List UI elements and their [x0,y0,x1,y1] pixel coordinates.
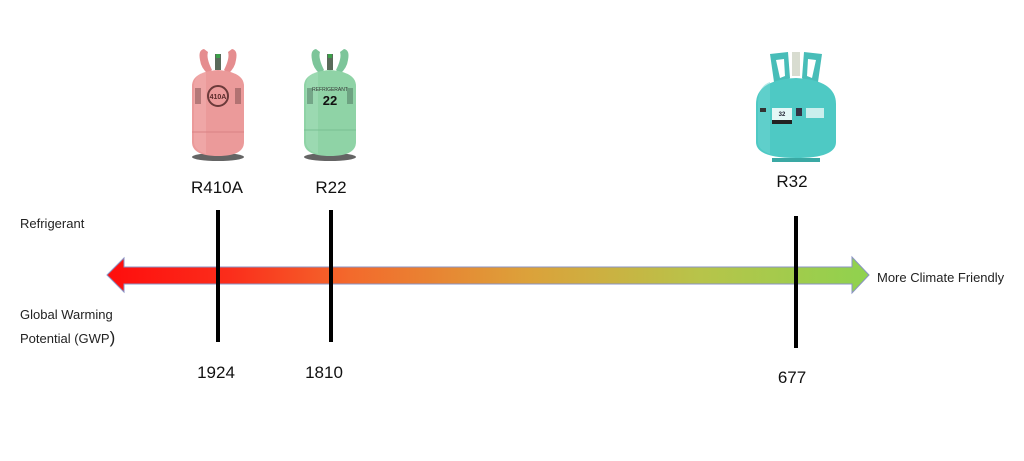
refrigerant-row-label: Refrigerant [20,216,85,231]
r32-cylinder-text: 32 [779,112,786,118]
r22-cylinder-image: REFRIGERANT 22 [298,46,362,162]
r22-cylinder-subtext: REFRIGERANT [312,87,348,93]
marker-line-r410a [216,210,220,342]
refrigerant-name-r410a: R410A [191,178,243,197]
refrigerant-name-r32: R32 [776,172,808,191]
r410a-cylinder-image: 410A [186,46,250,162]
marker-line-r32 [794,216,798,348]
refrigerant-name-r22: R22 [315,178,347,197]
marker-line-r22 [329,210,333,342]
gwp-value-r22: 1810 [305,363,343,382]
r410a-cylinder-text: 410A [210,94,227,101]
gwp-value-r32: 677 [777,368,807,387]
r32-cylinder-image: 32 [752,46,840,164]
gwp-row-label-line1: Global Warming [20,307,113,322]
gwp-value-r410a: 1924 [197,363,235,382]
gwp-scale-arrow [106,255,870,295]
r22-cylinder-text: 22 [323,93,337,108]
more-climate-friendly-label: More Climate Friendly [877,270,1005,285]
gwp-row-label-line2: Potential (GWP) [20,328,116,347]
